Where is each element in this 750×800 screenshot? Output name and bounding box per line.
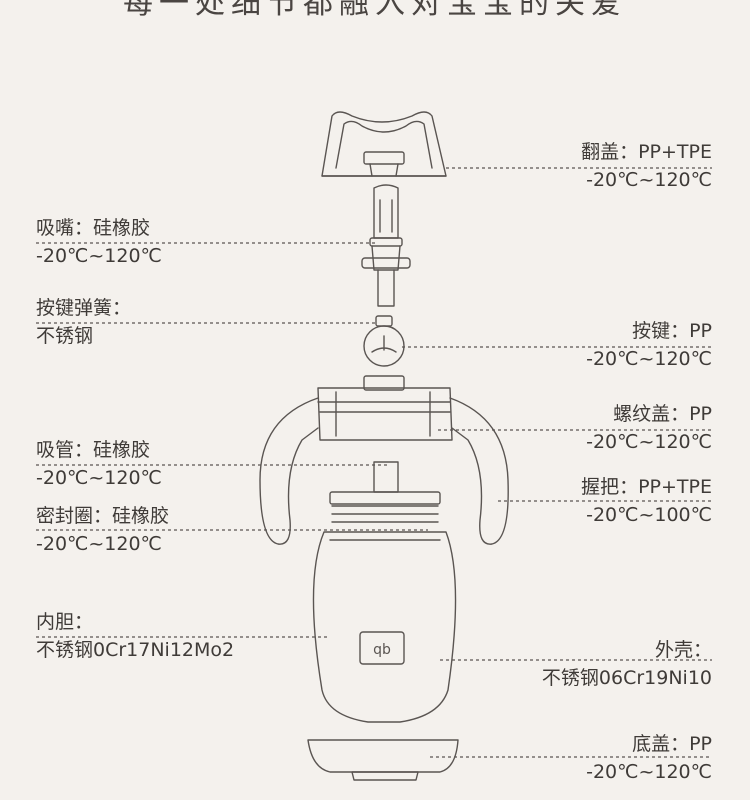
inner-liner-label: 内胆： 不锈钢0Cr17Ni12Mo2: [36, 608, 234, 664]
button-spring-label: 按键弹簧： 不锈钢: [36, 294, 131, 350]
button-name: 按键：PP: [632, 320, 712, 342]
screw-cap-name: 螺纹盖：PP: [613, 403, 712, 425]
flip-lid-illustration: [321, 111, 447, 177]
button-spring-material: 不锈钢: [36, 325, 94, 347]
straw-illustration: [373, 461, 399, 493]
bottom-cap-temp: -20℃~120℃: [586, 761, 712, 783]
handle-label: 握把：PP+TPE -20℃~100℃: [581, 473, 712, 529]
outer-shell-name: 外壳：: [654, 639, 712, 661]
inner-liner-material: 不锈钢0Cr17Ni12Mo2: [36, 639, 235, 661]
spout-illustration: [361, 184, 411, 307]
flip-lid-temp: -20℃~120℃: [586, 169, 712, 191]
seal-ring-temp: -20℃~120℃: [36, 533, 162, 555]
button-label: 按键：PP -20℃~120℃: [586, 317, 712, 373]
seal-ring-label: 密封圈：硅橡胶 -20℃~120℃: [36, 502, 169, 558]
screw-cap-label: 螺纹盖：PP -20℃~120℃: [586, 400, 712, 456]
straw-temp: -20℃~120℃: [36, 467, 162, 489]
spout-name: 吸嘴：硅橡胶: [36, 217, 151, 239]
button-spring-name: 按键弹簧：: [36, 297, 132, 319]
bottom-cap-label: 底盖：PP -20℃~120℃: [586, 730, 712, 786]
inner-liner-name: 内胆：: [36, 611, 94, 633]
screw-cap-temp: -20℃~120℃: [586, 431, 712, 453]
handle-name: 握把：PP+TPE: [581, 476, 712, 498]
outer-shell-illustration: qb: [312, 531, 457, 723]
outer-shell-label: 外壳： 不锈钢06Cr19Ni10: [542, 636, 712, 692]
button-illustration: [363, 315, 405, 367]
outer-shell-material: 不锈钢06Cr19Ni10: [541, 667, 712, 689]
bottom-cap-illustration: [307, 739, 459, 781]
bottom-cap-name: 底盖：PP: [632, 733, 712, 755]
flip-lid-name: 翻盖：PP+TPE: [581, 141, 712, 163]
page-title: 每一处细节都融入对宝宝的关爱: [123, 0, 627, 21]
straw-name: 吸管：硅橡胶: [36, 439, 151, 461]
screw-cap-illustration: [317, 375, 453, 441]
seal-ring-name: 密封圈：硅橡胶: [36, 505, 170, 527]
leader-lines: [36, 167, 712, 758]
seal-ring-illustration: [329, 491, 441, 523]
spout-temp: -20℃~120℃: [36, 245, 162, 267]
button-temp: -20℃~120℃: [586, 348, 712, 370]
straw-label: 吸管：硅橡胶 -20℃~120℃: [36, 436, 162, 492]
spout-label: 吸嘴：硅橡胶 -20℃~120℃: [36, 214, 162, 270]
brand-logo: qb: [373, 642, 391, 658]
flip-lid-label: 翻盖：PP+TPE -20℃~120℃: [581, 138, 712, 194]
handle-temp: -20℃~100℃: [586, 504, 712, 526]
handle-illustration: [259, 397, 509, 545]
